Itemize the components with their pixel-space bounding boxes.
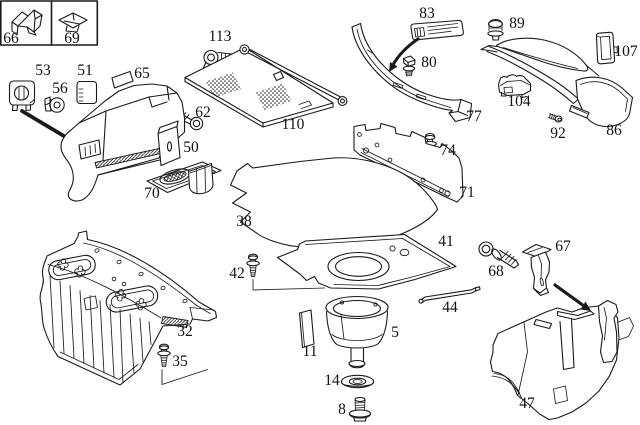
part-label-56[interactable]: 56	[52, 80, 68, 97]
part-label-80[interactable]: 80	[421, 54, 437, 71]
part-53-plug-plate-drawing	[8, 80, 36, 112]
part-label-74[interactable]: 74	[440, 142, 456, 159]
part-110-parcel-shelf-board-drawing	[184, 44, 348, 128]
part-66-bracket-clip-drawing	[11, 9, 43, 36]
part-32-bulkhead-panel-drawing	[39, 230, 218, 386]
part-69-flat-clip-drawing	[58, 12, 88, 33]
part-label-5[interactable]: 5	[391, 324, 399, 341]
part-number-labels: 66 69 53 56 51 65 62 50 70 113 110 83 80…	[3, 5, 638, 418]
part-77-sill-trim-drawing	[351, 22, 473, 123]
part-68-screw-drawing	[478, 241, 520, 269]
part-label-42[interactable]: 42	[229, 265, 245, 282]
part-51-pad-drawing	[76, 80, 98, 105]
part-71-rear-panel-drawing	[353, 122, 464, 203]
part-label-104[interactable]: 104	[507, 93, 531, 110]
part-label-68[interactable]: 68	[488, 263, 504, 280]
part-8-bolt-plug-drawing	[348, 396, 372, 422]
part-44-rod-drawing	[418, 286, 481, 304]
part-56-clip-drawing	[44, 96, 65, 113]
part-80-push-clip-drawing	[402, 55, 416, 77]
part-42-push-rivet-drawing	[246, 253, 260, 277]
part-89-plug-drawing	[487, 18, 504, 41]
part-label-113[interactable]: 113	[209, 28, 232, 45]
arrow-67-to-47	[553, 283, 591, 311]
part-label-50[interactable]: 50	[183, 139, 199, 156]
part-label-32[interactable]: 32	[177, 323, 193, 340]
arrow-83-to-77	[389, 37, 420, 72]
part-label-11[interactable]: 11	[303, 343, 318, 360]
part-label-38[interactable]: 38	[236, 213, 252, 230]
part-label-14[interactable]: 14	[324, 372, 340, 389]
part-label-51[interactable]: 51	[77, 62, 93, 79]
part-label-70[interactable]: 70	[144, 185, 160, 202]
part-label-44[interactable]: 44	[442, 299, 458, 316]
part-label-69[interactable]: 69	[64, 30, 80, 47]
part-67-bracket-drawing	[521, 243, 552, 297]
part-label-86[interactable]: 86	[606, 122, 622, 139]
part-5-bucket-insert-drawing	[325, 295, 389, 369]
part-65-pad-drawing	[111, 70, 134, 89]
part-label-8[interactable]: 8	[338, 401, 346, 418]
part-50-side-trim-panel-drawing	[60, 83, 186, 202]
part-35-push-rivet-drawing	[157, 343, 208, 385]
part-92-screw-drawing	[548, 113, 563, 123]
part-107-bezel-frame-drawing	[595, 31, 618, 65]
part-label-65[interactable]: 65	[134, 65, 150, 82]
part-47-side-trim-panel-drawing	[489, 299, 634, 421]
part-label-83[interactable]: 83	[419, 5, 435, 22]
part-14-washer-drawing	[340, 374, 375, 389]
part-label-62[interactable]: 62	[195, 104, 211, 121]
part-104-housing-drawing	[497, 74, 532, 99]
part-label-92[interactable]: 92	[550, 125, 566, 142]
part-label-66[interactable]: 66	[3, 30, 19, 47]
part-label-89[interactable]: 89	[509, 15, 525, 32]
part-label-110[interactable]: 110	[282, 116, 305, 133]
part-83-label-sticker-drawing	[410, 19, 464, 41]
part-label-41[interactable]: 41	[438, 233, 454, 250]
part-41-floor-panel-drawing	[252, 233, 457, 291]
part-label-67[interactable]: 67	[555, 238, 571, 255]
part-label-47[interactable]: 47	[519, 395, 535, 412]
part-label-53[interactable]: 53	[35, 62, 51, 79]
part-70-storage-tray-drawing	[146, 161, 222, 195]
part-label-107[interactable]: 107	[614, 43, 638, 60]
part-11-pad-drawing	[298, 309, 315, 349]
part-86-rear-shelf-drawing	[480, 37, 634, 128]
part-label-71[interactable]: 71	[459, 184, 475, 201]
inset-box	[0, 0, 99, 46]
part-label-35[interactable]: 35	[172, 353, 188, 370]
part-label-77[interactable]: 77	[466, 108, 482, 125]
part-38-trunk-mat-drawing	[229, 157, 439, 250]
